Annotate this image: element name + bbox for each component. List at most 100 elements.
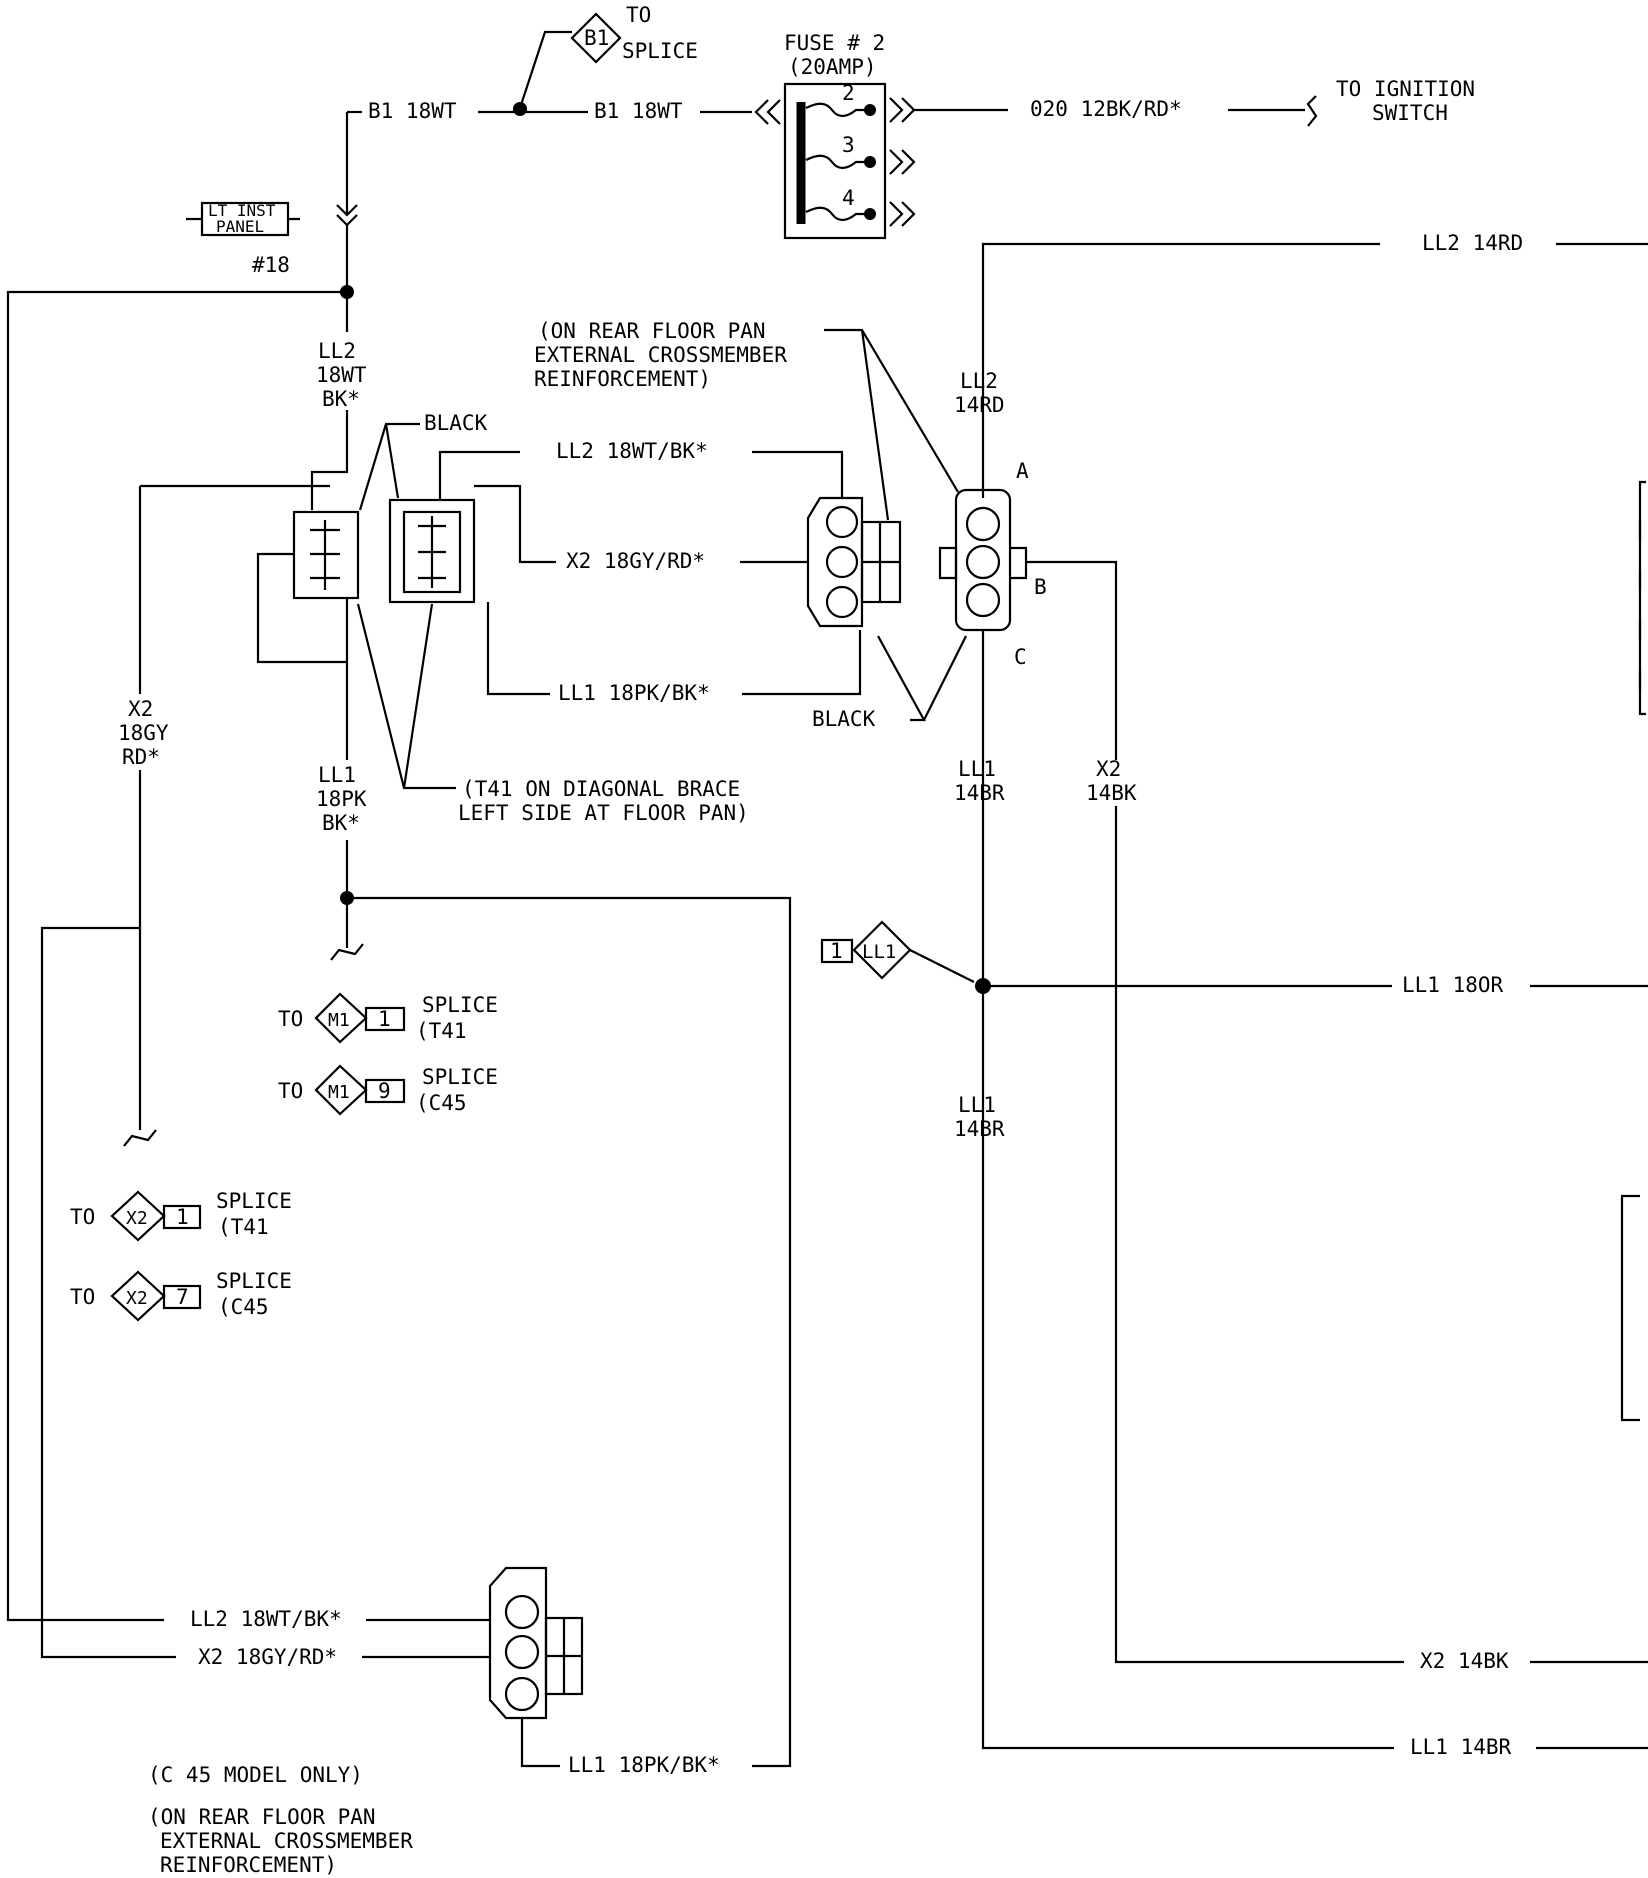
b1-splice-dot	[513, 102, 527, 116]
x2-splice-diamond	[110, 1190, 166, 1242]
b1-feed-section: B1 TO SPLICE B1 18WT B1 18WT	[336, 3, 781, 227]
splice-ref-num: 9	[378, 1079, 391, 1103]
ground-section: LT INST PANEL #18 LL2 18WT BK*	[6, 201, 367, 1622]
ll1-left-l3: BK*	[322, 811, 360, 835]
x2-left-wire: X2 18GY RD*	[40, 484, 330, 1659]
floor-note-line3: REINFORCEMENT)	[534, 367, 711, 391]
ll2-right-l1: LL2	[960, 369, 998, 393]
b1-splice-code: B1	[584, 26, 609, 50]
ll1-or-label: LL1 18OR	[1402, 973, 1504, 997]
x2-left-l2: 18GY	[118, 721, 169, 745]
ll2-left-l3: BK*	[322, 387, 360, 411]
b1-splice-label: SPLICE	[622, 39, 698, 63]
ll2-left-l2: 18WT	[316, 363, 367, 387]
b1-splice-diamond	[570, 12, 622, 64]
splice-ref-num: 7	[176, 1285, 189, 1309]
splice-ref-splice: SPLICE	[422, 993, 498, 1017]
splice-ref-x2-1: TO X2 1 SPLICE (T41	[70, 1189, 292, 1242]
splice-ref-loc: (C45	[416, 1091, 467, 1115]
pin-b-label: B	[1034, 575, 1047, 599]
mid-connector-abc	[954, 488, 1012, 632]
black-top-label: BLACK	[424, 411, 488, 435]
ll1-splice-code: LL1	[862, 941, 896, 963]
fuse-block: FUSE # 2 (20AMP) 2 3 4 020 12BK/RD* TO I…	[783, 31, 1475, 240]
ground-number: #18	[252, 253, 290, 277]
floor-pan-connectors: (ON REAR FLOOR PAN EXTERNAL CROSSMEMBER …	[534, 319, 1047, 731]
fuse-number-2: 2	[842, 81, 855, 105]
ll1-splice-diamond	[852, 920, 912, 980]
fuse-number-4: 4	[842, 186, 855, 210]
ll1-left-wire: LL1 18PK BK*	[316, 598, 792, 1768]
b1-left-label: B1 18WT	[368, 99, 457, 123]
c45-connector-section: LL2 18WT/BK* X2 18GY/RD* LL1 18PK/BK* (C…	[148, 1566, 720, 1877]
m1-splice-diamond	[314, 1064, 368, 1116]
fuse-number-3: 3	[842, 133, 855, 157]
splice-ref-code: M1	[328, 1082, 350, 1103]
splice-ref-m1-1: TO M1 1 SPLICE (T41	[278, 992, 498, 1044]
right-wires: LL2 14RD LL2 14RD LL1 14BR LL1 14BR LL1 …	[820, 231, 1648, 1759]
splice-ref-code: X2	[126, 1208, 148, 1229]
ll1-mid-label: LL1 18PK/BK*	[558, 681, 710, 705]
splice-ref-loc: (T41	[416, 1019, 467, 1043]
x2-left-l3: RD*	[122, 745, 160, 769]
ground-label-line2: PANEL	[216, 217, 264, 236]
fuse-title: FUSE # 2	[784, 31, 885, 55]
ignition-label-line1: TO IGNITION	[1336, 77, 1475, 101]
t41-note-line1: (T41 ON DIAGONAL BRACE	[462, 777, 740, 801]
splice-ref-to: TO	[278, 1079, 303, 1103]
floor-note-line1: (ON REAR FLOOR PAN	[538, 319, 766, 343]
ll1-right-lower-l2: 14BR	[954, 1117, 1005, 1141]
black-bottom-label: BLACK	[812, 707, 876, 731]
ll2-top-label: LL2 14RD	[1422, 231, 1523, 255]
splice-ref-code: M1	[328, 1010, 350, 1031]
x2-bottom-right-label: X2 14BK	[1420, 1649, 1509, 1673]
ll1-splice-number: 1	[830, 939, 843, 963]
ll1-break-symbol	[330, 943, 364, 961]
x2-right-l2: 14BK	[1086, 781, 1137, 805]
x2-mid-label: X2 18GY/RD*	[566, 549, 705, 573]
fuse-output-label: 020 12BK/RD*	[1030, 97, 1182, 121]
fuse-box	[783, 82, 887, 240]
x2-splice-diamond	[110, 1270, 166, 1322]
right-bracket-upper	[1638, 480, 1646, 716]
bottom-floor-note-line1: (ON REAR FLOOR PAN	[148, 1805, 376, 1829]
pin-a-label: A	[1016, 459, 1029, 483]
fuse-element-2	[805, 102, 870, 118]
ll1-right-l2: 14BR	[954, 781, 1005, 805]
x2-branch-wire	[40, 926, 176, 1659]
ll1-left-l1: LL1	[318, 763, 356, 787]
splice-ref-loc: (T41	[218, 1215, 269, 1239]
splice-ref-to: TO	[70, 1205, 95, 1229]
ignition-label-line2: SWITCH	[1372, 101, 1448, 125]
splice-ref-to: TO	[278, 1007, 303, 1031]
ll1-left-l2: 18PK	[316, 787, 367, 811]
right-bracket-lower	[1620, 1194, 1640, 1422]
splice-ref-to: TO	[70, 1285, 95, 1309]
bottom-floor-note-line2: EXTERNAL CROSSMEMBER	[160, 1829, 413, 1853]
ignition-break-symbol	[1306, 95, 1318, 127]
ll1-return-wire	[347, 896, 792, 1768]
pin-c-label: C	[1014, 645, 1027, 669]
splice-ref-splice: SPLICE	[216, 1269, 292, 1293]
fuse-input-connector	[754, 99, 781, 125]
left-outer-wire	[6, 290, 347, 1622]
ground-label-line1: LT INST	[208, 201, 276, 220]
fuse-element-4	[805, 206, 870, 222]
ll2-mid-label: LL2 18WT/BK*	[556, 439, 708, 463]
splice-ref-splice: SPLICE	[422, 1065, 498, 1089]
b1-right-label: B1 18WT	[594, 99, 683, 123]
b1-splice-leader	[518, 30, 572, 109]
fuse-element-3	[805, 154, 870, 170]
fuse-rating: (20AMP)	[788, 55, 877, 79]
splice-ref-x2-7: TO X2 7 SPLICE (C45	[70, 1269, 292, 1322]
ll2-left-l1: LL2	[318, 339, 356, 363]
bottom-ll2-label: LL2 18WT/BK*	[190, 1607, 342, 1631]
splice-ref-loc: (C45	[218, 1295, 269, 1319]
b1-to-label: TO	[626, 3, 651, 27]
model-note: (C 45 MODEL ONLY)	[148, 1763, 363, 1787]
mid-connector-left	[806, 496, 864, 628]
splice-ref-num: 1	[378, 1007, 391, 1031]
bottom-ll1-label: LL1 18PK/BK*	[568, 1753, 720, 1777]
bottom-x2-label: X2 18GY/RD*	[198, 1645, 337, 1669]
